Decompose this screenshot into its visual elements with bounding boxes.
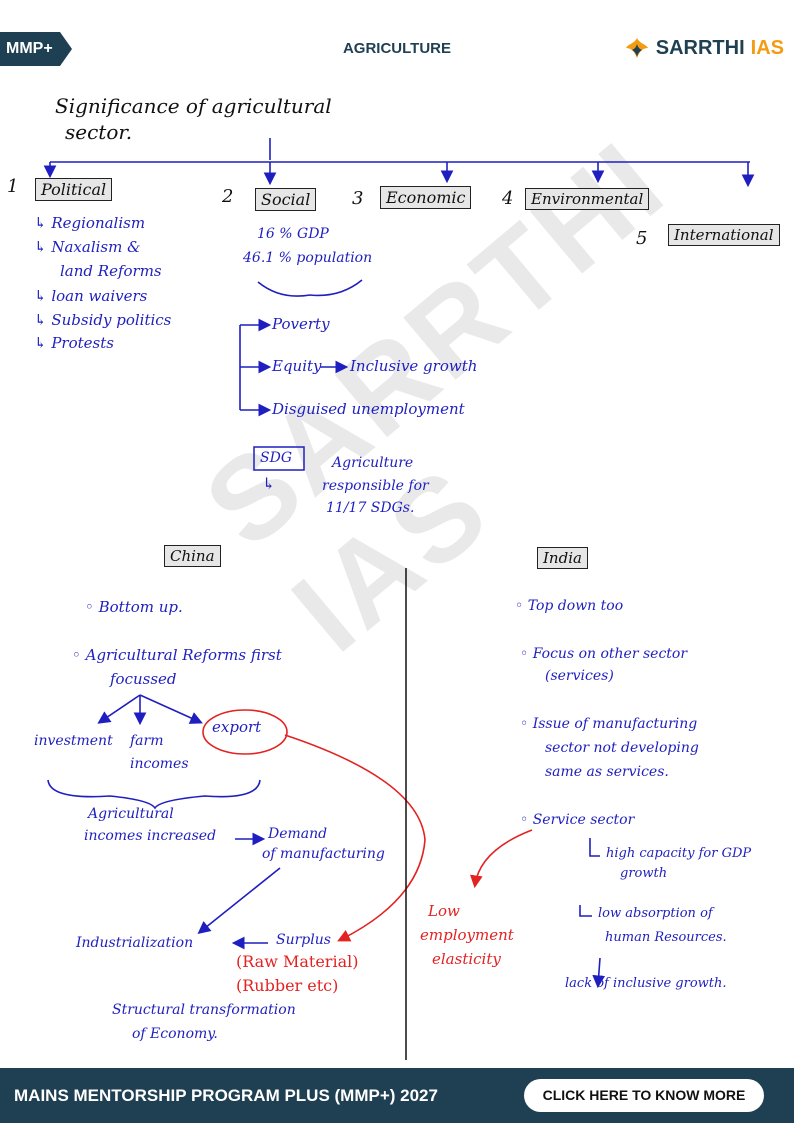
china-flow-6: Surplus [276, 932, 331, 948]
branch-environmental: Environmental [525, 188, 650, 210]
india-point-1: ◦ Top down too [515, 598, 624, 614]
branch-num-4: 4 [502, 188, 514, 209]
branch-social: Social [255, 188, 317, 211]
social-poverty: Poverty [272, 315, 330, 333]
branch-num-1: 1 [7, 176, 19, 197]
political-point-3: ↳ loan waivers [34, 287, 148, 305]
notes-heading: Significance of agricultural [55, 94, 332, 118]
china-point-2b: focussed [110, 670, 177, 688]
page-title: AGRICULTURE [342, 40, 452, 57]
sdg-arrow-icon: ↳ [262, 474, 276, 493]
india-title: India [537, 547, 588, 569]
india-red-1: Low [428, 902, 460, 920]
india-point-4b: high capacity for GDP [606, 846, 752, 861]
branch-num-2: 2 [222, 186, 234, 207]
branch-international: International [668, 224, 780, 246]
china-point-1: ◦ Bottom up. [85, 598, 183, 616]
social-equity: Equity [272, 357, 322, 375]
india-point-2: ◦ Focus on other sector [520, 646, 688, 662]
india-red-2: employment [420, 926, 514, 944]
sdg-text-3: 11/17 SDGs. [326, 500, 415, 516]
india-point-4c: growth [620, 866, 668, 881]
india-point-5b: human Resources. [605, 930, 727, 945]
china-investment: investment [34, 733, 113, 749]
page-header: MMP+ AGRICULTURE SARRTHI IAS [0, 0, 794, 92]
notes-heading-2: sector. [65, 120, 133, 144]
political-point-4: ↳ Subsidy politics [34, 311, 172, 329]
china-farm: farm [130, 733, 164, 749]
branch-num-3: 3 [352, 188, 364, 209]
sdg-text-2: responsible for [322, 478, 429, 494]
india-point-3c: same as services. [545, 764, 669, 780]
china-flow-2: incomes increased [84, 828, 217, 844]
branch-num-5: 5 [636, 228, 648, 249]
social-disguised-unemployment: Disguised unemployment [272, 400, 465, 418]
china-flow-8: (Rubber etc) [236, 976, 339, 995]
political-point-2b: land Reforms [60, 262, 162, 280]
china-flow-10: of Economy. [132, 1026, 218, 1042]
branch-political: Political [35, 178, 113, 201]
brand-suffix: IAS [750, 36, 784, 59]
china-flow-7: (Raw Material) [236, 952, 359, 971]
political-point-1: ↳ Regionalism [34, 214, 146, 232]
branch-economic: Economic [380, 186, 472, 209]
flame-logo-icon [625, 38, 648, 58]
china-export: export [212, 718, 262, 736]
india-point-4: ◦ Service sector [520, 812, 635, 828]
china-flow-3: Demand [268, 826, 328, 842]
india-point-6: lack of inclusive growth. [565, 976, 727, 991]
social-population: 46.1 % population [243, 250, 373, 266]
china-flow-9: Structural transformation [112, 1002, 296, 1018]
sdg-label: SDG [260, 450, 292, 466]
china-flow-1: Agricultural [88, 806, 174, 822]
know-more-button[interactable]: CLICK HERE TO KNOW MORE [524, 1079, 764, 1112]
china-title: China [164, 545, 221, 567]
social-gdp: 16 % GDP [257, 226, 329, 242]
india-red-3: elasticity [432, 950, 501, 968]
china-flow-4: of manufacturing [262, 846, 385, 862]
sdg-text-1: Agriculture [332, 455, 414, 471]
brand-logo[interactable]: SARRTHI IAS [624, 36, 784, 60]
india-point-5: low absorption of [598, 906, 713, 921]
china-incomes: incomes [130, 756, 189, 772]
india-point-3: ◦ Issue of manufacturing [520, 716, 698, 732]
india-point-3b: sector not developing [545, 740, 699, 756]
china-point-2: ◦ Agricultural Reforms first [72, 646, 282, 664]
brand-name: SARRTHI [655, 36, 745, 59]
social-inclusive-growth: Inclusive growth [350, 357, 478, 375]
mmp-badge[interactable]: MMP+ [0, 32, 72, 66]
footer-program: MAINS MENTORSHIP PROGRAM PLUS (MMP+) 202… [14, 1086, 438, 1105]
political-point-5: ↳ Protests [34, 334, 114, 352]
china-flow-5: Industrialization [76, 935, 194, 951]
political-point-2: ↳ Naxalism & [34, 238, 141, 256]
footer-banner: MAINS MENTORSHIP PROGRAM PLUS (MMP+) 202… [0, 1068, 794, 1123]
india-point-2b: (services) [545, 668, 614, 684]
